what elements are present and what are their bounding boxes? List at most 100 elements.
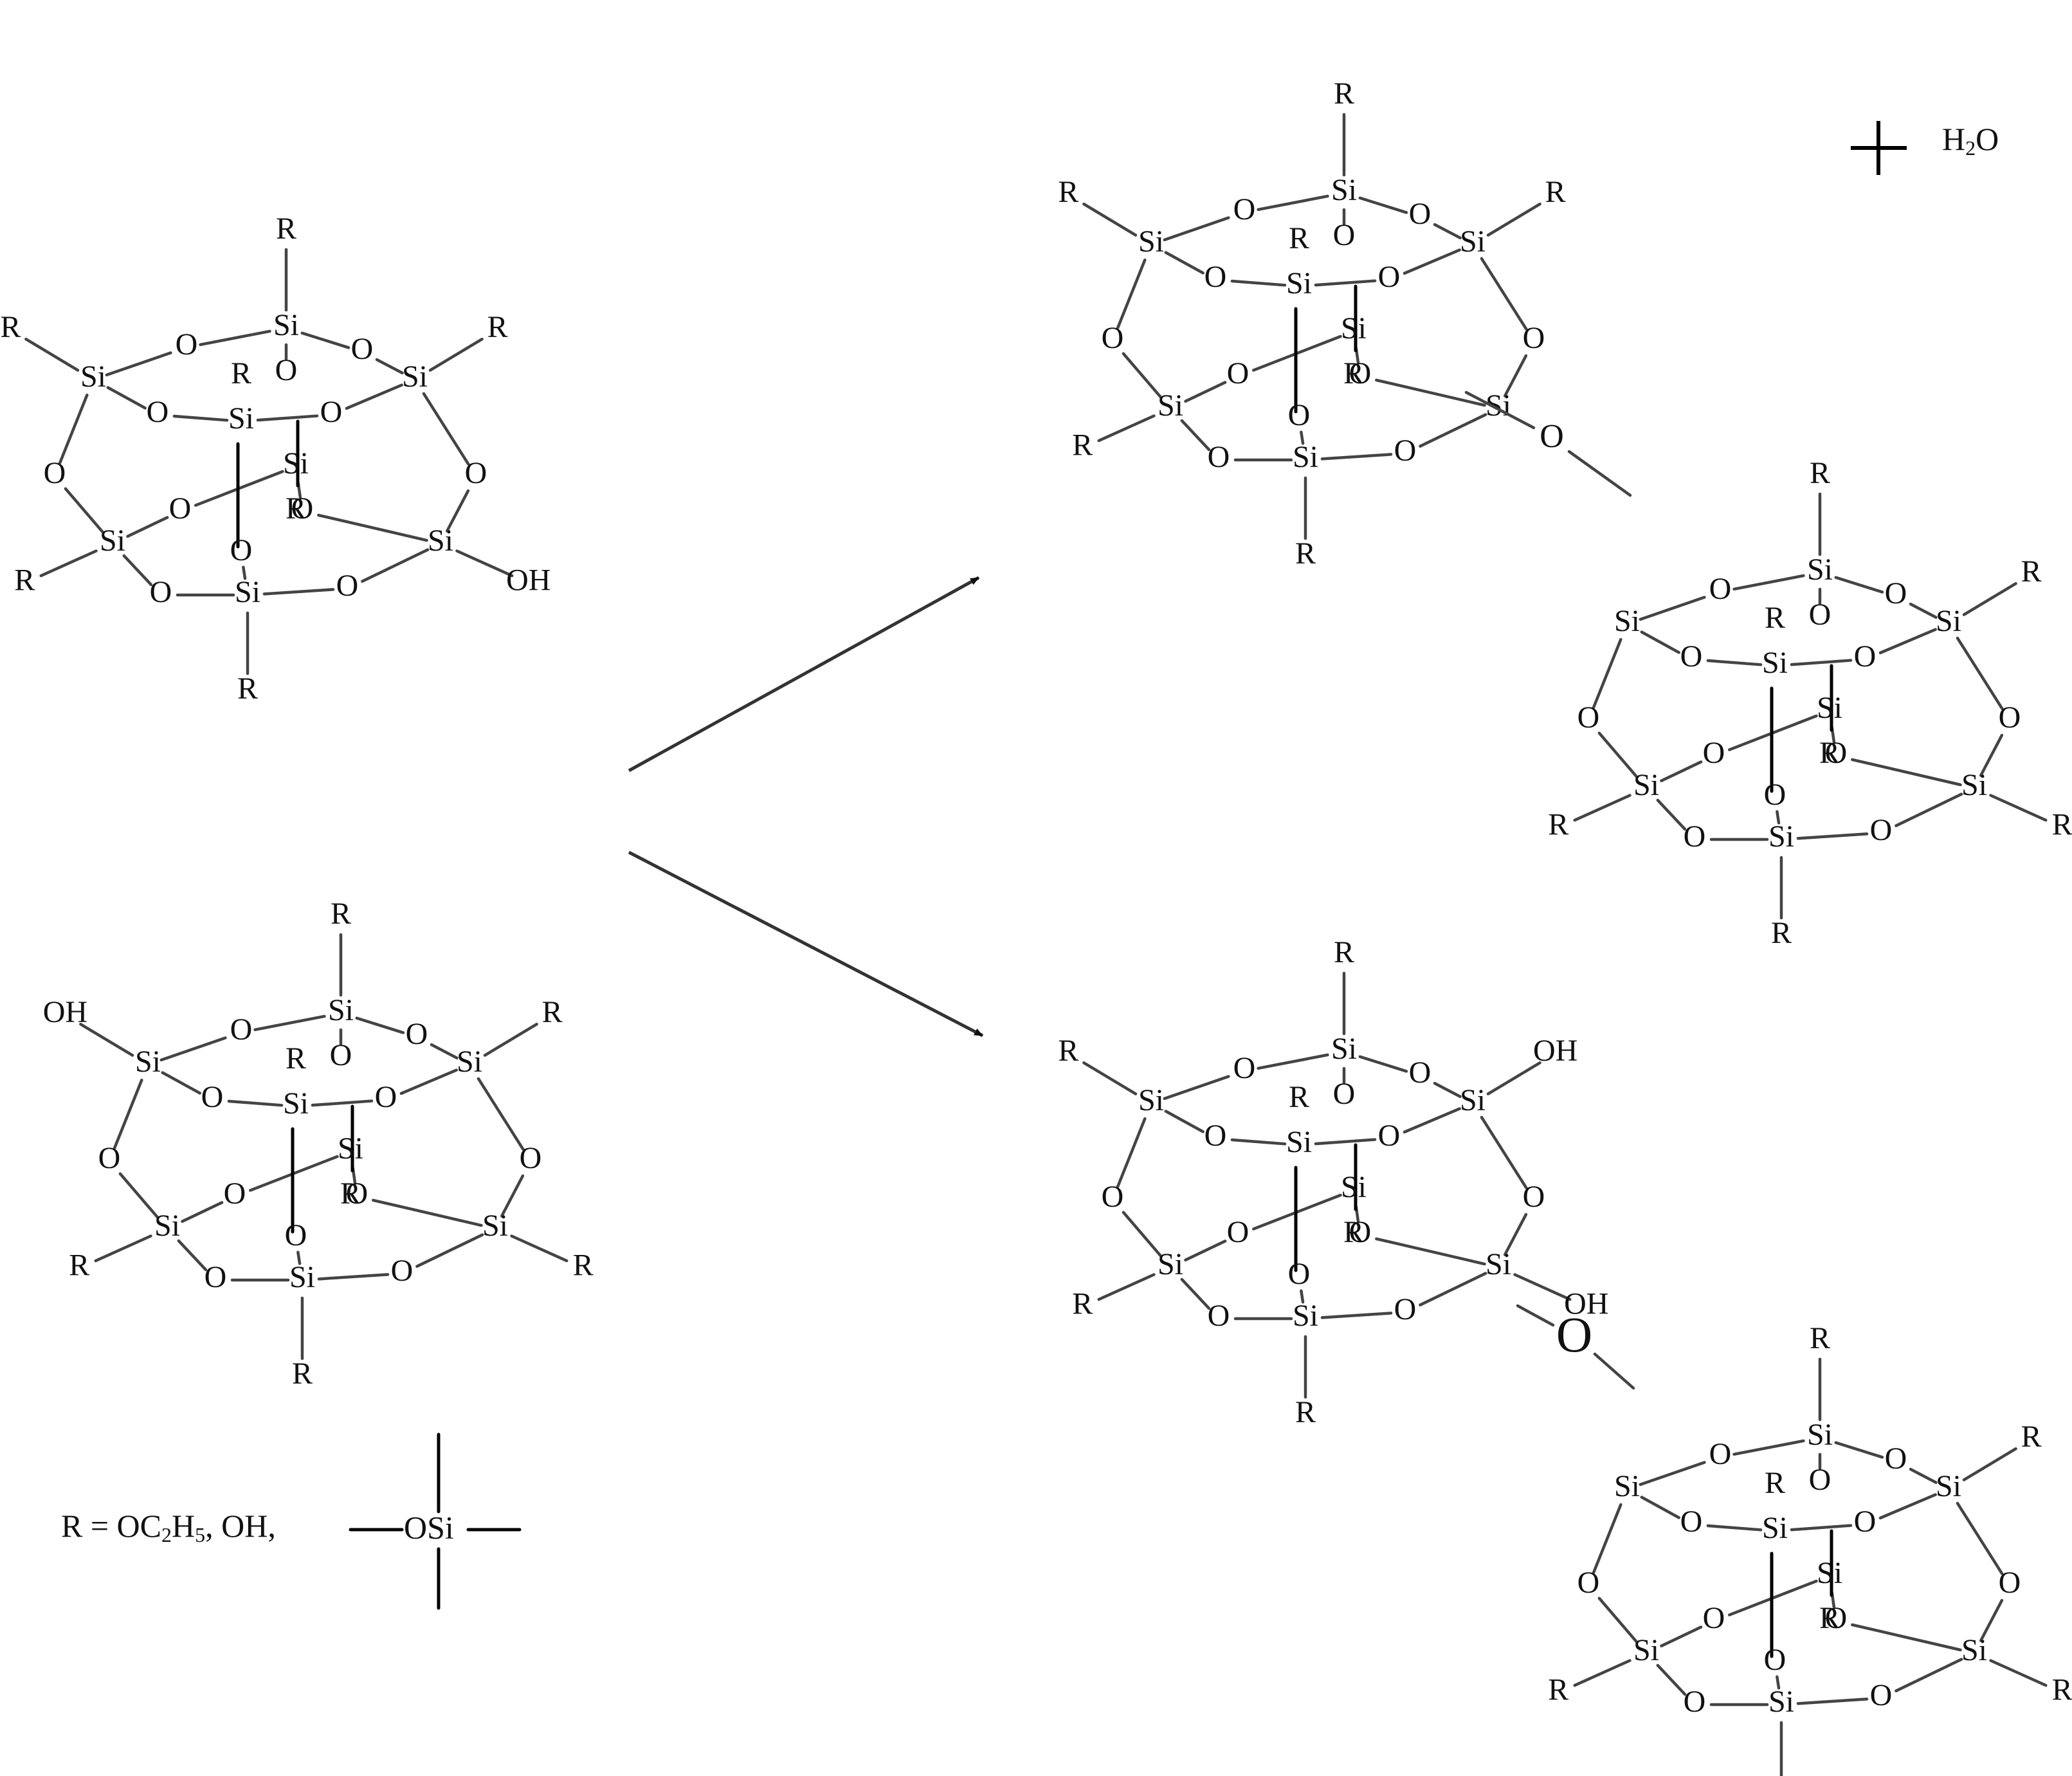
substituent-bond: [1989, 1659, 2048, 1687]
oxygen-atom: O: [1102, 321, 1124, 355]
siloxane-bond: [1164, 251, 1204, 275]
siloxane-bond: [1640, 630, 1680, 654]
oxygen-atom: O: [320, 395, 343, 429]
siloxane-bond: [1597, 1597, 1639, 1644]
substituent-r: R: [1334, 935, 1354, 969]
siloxane-bond: [1956, 1501, 2004, 1575]
substituent-bond: [1486, 202, 1541, 237]
siloxane-bond: [118, 1172, 159, 1220]
oxygen-atom: O: [176, 327, 198, 362]
siloxane-bond: [1656, 1663, 1687, 1696]
substituent-r: R: [2021, 554, 2042, 589]
hydroxyl-group: OH: [43, 995, 87, 1029]
siloxane-bond: [262, 588, 335, 596]
siloxane-bond: [1878, 628, 1937, 655]
substituent-r: R: [1545, 175, 1566, 209]
siloxane-bond: [1419, 1272, 1487, 1306]
hydroxyl-group: OH: [506, 563, 550, 598]
silicon-atom: Si: [283, 1086, 309, 1121]
siloxane-bond: [1790, 659, 1853, 666]
oxygen-atom: O: [346, 1176, 368, 1211]
siloxane-bond: [345, 383, 403, 410]
siloxane-bond: [361, 548, 430, 583]
substituent-r: R: [237, 672, 258, 706]
oxygen-atom: O: [336, 569, 359, 603]
silicon-atom: Si: [1293, 440, 1318, 474]
siloxane-bond: [105, 351, 172, 377]
silicon-atom: Si: [1614, 604, 1640, 638]
oxygen-atom: O: [1288, 398, 1311, 432]
substituent-bond: [24, 337, 80, 372]
siloxane-bond: [1257, 194, 1329, 212]
siloxane-bond: [1834, 1441, 1884, 1459]
silicon-atom: Si: [135, 1045, 161, 1079]
silicon-atom: Si: [457, 1045, 482, 1079]
oxygen-atom: O: [150, 575, 172, 609]
substituent-r: R: [1810, 456, 1830, 490]
legend-siloxy-group: OSi: [404, 1509, 454, 1545]
oxygen-atom: O: [1394, 1292, 1417, 1326]
substituent-r: R: [0, 310, 21, 344]
oxygen-atom: O: [330, 1038, 352, 1072]
siloxane-bond: [64, 487, 105, 535]
oxygen-atom: O: [1102, 1180, 1124, 1214]
siloxane-bond: [1895, 792, 1963, 827]
siloxane-bond: [1375, 378, 1486, 407]
siloxane-bond: [1851, 1623, 1962, 1652]
siloxane-bond: [1184, 381, 1227, 403]
water-formula: H2O: [1942, 121, 1999, 160]
siloxane-bond: [1597, 731, 1639, 779]
siloxane-bond: [1180, 419, 1211, 452]
substituent-r: R: [231, 356, 251, 390]
silicon-atom: Si: [1817, 691, 1842, 725]
siloxane-bond: [372, 1198, 483, 1227]
siloxane-bond: [1403, 248, 1461, 275]
substituent-r: R: [1058, 1034, 1078, 1068]
siloxane-bond: [300, 331, 350, 349]
oxygen-atom: O: [1825, 1601, 1848, 1635]
oxygen-atom: O: [169, 491, 192, 526]
substituent-r: R: [286, 491, 306, 526]
silicon-atom: Si: [1331, 1032, 1357, 1066]
oxygen-atom: O: [1703, 736, 1725, 770]
oxygen-atom: O: [1208, 440, 1230, 474]
oxygen-atom: O: [1523, 1180, 1545, 1214]
siloxane-bond: [1639, 1461, 1706, 1487]
siloxane-bond: [500, 1174, 525, 1218]
substituent-r: R: [573, 1249, 594, 1283]
oxygen-atom: O: [1680, 1505, 1703, 1539]
substituent-bond: [1573, 1659, 1631, 1687]
substituent-r: R: [2052, 1673, 2072, 1707]
oxygen-atom: O: [201, 1080, 224, 1114]
oxygen-atom: O: [1378, 260, 1401, 294]
silicon-atom: Si: [1768, 819, 1794, 854]
oxygen-atom: O: [1809, 598, 1831, 632]
oxygen-atom: O: [1349, 1215, 1372, 1249]
silicon-atom: Si: [1341, 311, 1367, 345]
oxygen-atom: O: [224, 1176, 246, 1211]
siloxane-bond: [1732, 1439, 1805, 1456]
oxygen-atom: O: [1227, 1215, 1250, 1249]
substituent-r: R: [1819, 736, 1840, 770]
siloxane-bond: [1909, 1467, 1938, 1485]
bridge-oxygen-large: O: [1556, 1306, 1592, 1362]
siloxane-bond: [317, 1273, 390, 1281]
substituent-bond: [428, 337, 484, 372]
oxygen-atom: O: [1227, 356, 1250, 390]
siloxane-bond: [242, 565, 247, 580]
substituent-bond: [1097, 414, 1156, 443]
oxygen-atom: O: [1764, 778, 1786, 812]
siloxane-bond: [181, 1201, 224, 1223]
siloxane-bond: [1895, 1658, 1963, 1692]
oxygen-atom: O: [1577, 1566, 1600, 1600]
silicon-atom: Si: [273, 308, 299, 342]
silicon-atom: Si: [1341, 1170, 1367, 1204]
substituent-r: R: [276, 212, 296, 246]
silicon-atom: Si: [1486, 1247, 1511, 1281]
siloxane-bond: [159, 1036, 227, 1062]
substituent-bond: [1573, 794, 1631, 822]
oxygen-atom: O: [406, 1017, 428, 1051]
oxygen-atom: O: [44, 456, 66, 490]
